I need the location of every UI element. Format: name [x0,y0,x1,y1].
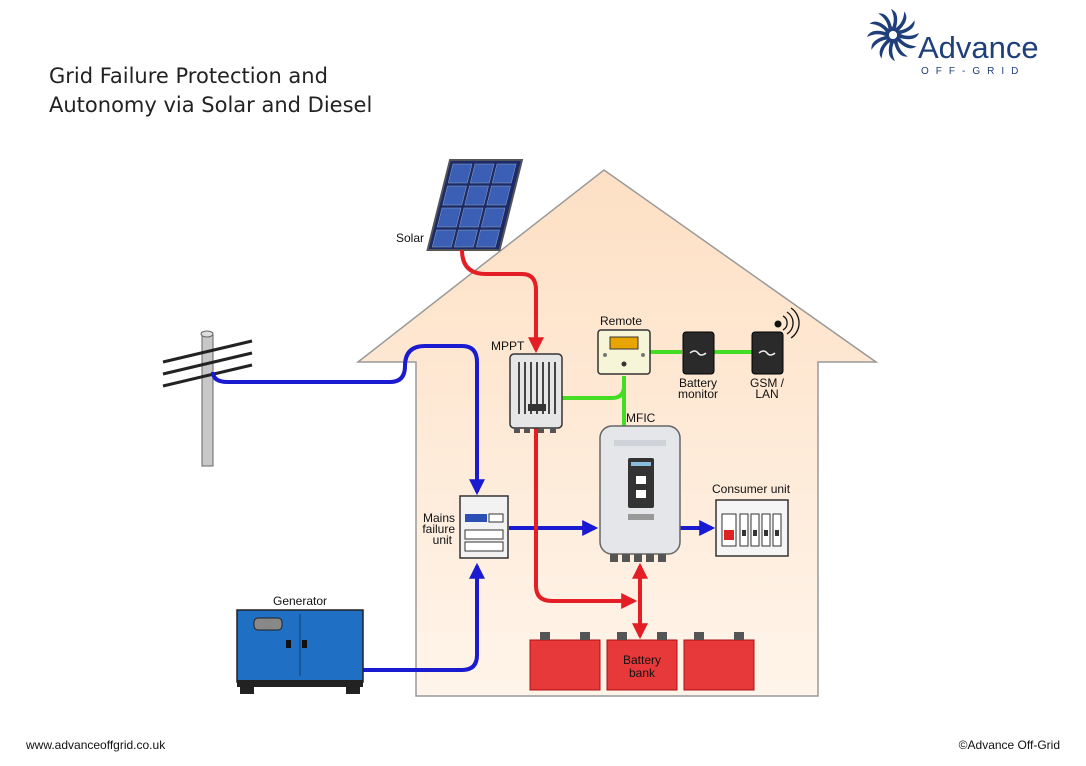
generator-label: Generator [273,594,327,608]
solar-to-mppt-wire [460,249,544,354]
battery-middle [606,632,678,691]
mppt-controller [509,353,563,433]
generator-to-mains-wire [362,562,485,672]
title-line-1: Grid Failure Protection and [49,64,328,88]
consumer-unit-label: Consumer unit [712,482,791,496]
consumer-unit [715,499,789,557]
gsm-label-1: GSM / [750,376,785,390]
battery-bank-label-1: Battery [623,653,661,667]
gsm-label-2: LAN [755,387,778,401]
solar-label: Solar [396,231,424,245]
mfic-inverter [599,425,681,562]
battery-monitor [682,331,715,375]
footer-copyright: ©Advance Off-Grid [958,738,1060,752]
gsm-module [751,307,800,375]
battery-bank [529,632,755,691]
mains-label-2: failure [422,522,455,536]
utility-pole [162,330,253,467]
remote-panel [597,329,651,375]
title-line-2: Autonomy via Solar and Diesel [49,93,373,117]
remote-label: Remote [600,314,642,328]
battery-left [529,632,601,691]
battery-monitor-label-1: Battery [679,376,717,390]
logo-tagline: OFF-GRID [921,66,1026,77]
footer-website: www.advanceoffgrid.co.uk [26,738,166,752]
mains-label-3: unit [433,533,453,547]
battery-right [683,632,755,691]
generator [236,609,364,694]
mfic-label: MFIC [626,411,656,425]
grid-to-mains-wire [211,344,485,496]
mppt-to-battery-wire [534,428,638,609]
mains-failure-unit [459,495,509,559]
battery-monitor-label-2: monitor [678,387,718,401]
logo-name: Advance [918,30,1039,65]
mppt-label: MPPT [491,339,525,353]
fan-swirl-icon [867,9,919,61]
solar-panel [426,159,524,251]
battery-bank-label-2: bank [629,666,656,680]
mains-label-1: Mains [423,511,455,525]
wireless-signal-icon [774,320,782,328]
